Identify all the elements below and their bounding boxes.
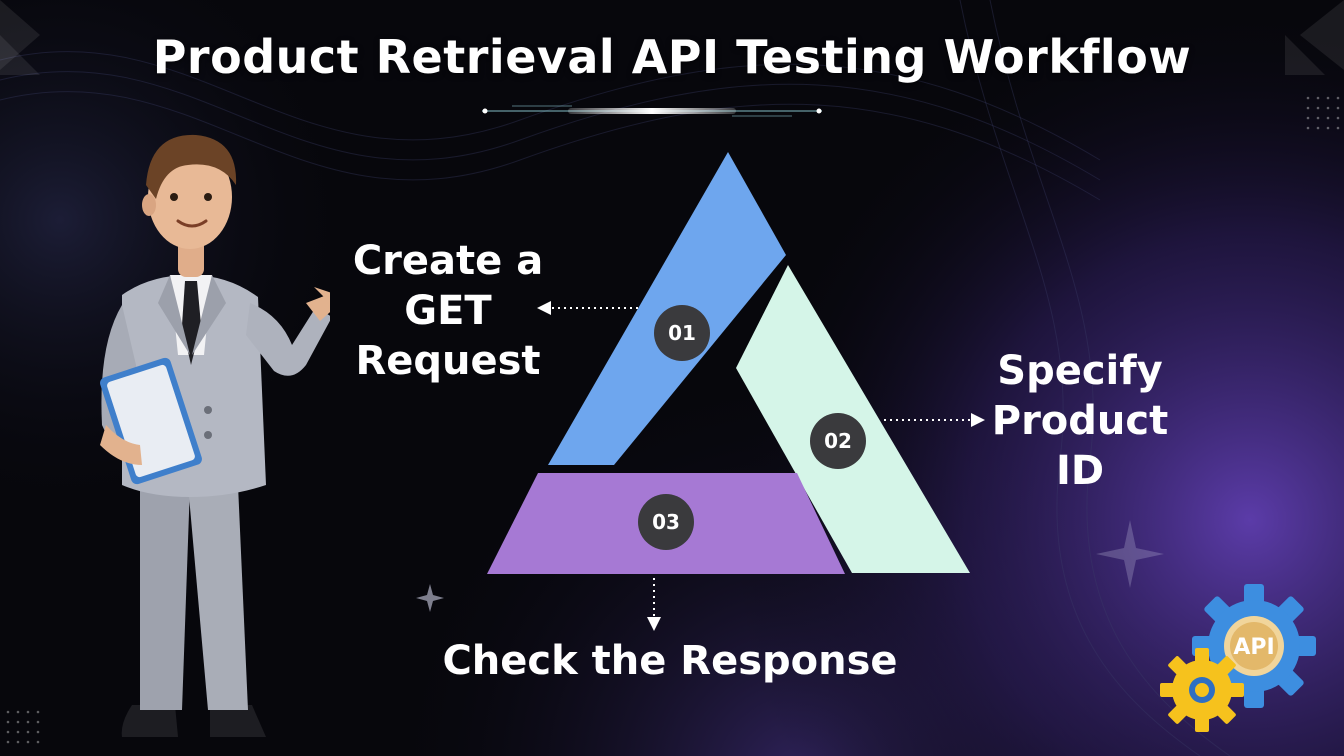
step-3-badge: 03	[638, 494, 694, 550]
gear-icon: API	[1160, 584, 1316, 732]
step-2-badge: 02	[810, 413, 866, 469]
step-2-label-line: ID	[1055, 448, 1105, 494]
presenter-illustration	[100, 134, 330, 737]
step-2-label-line: Specify	[997, 348, 1163, 394]
step-1-segment	[548, 152, 786, 465]
step-1-label-line: Create a	[352, 238, 544, 284]
step-3-label-line: Check the Response	[442, 638, 898, 684]
step-2-label-line: Product	[991, 398, 1169, 444]
step-1-badge: 01	[654, 305, 710, 361]
step-1-label: Create a GET Request	[330, 236, 566, 386]
api-gears-icon: API	[1160, 584, 1316, 732]
step-1-label-line: Request	[355, 338, 541, 384]
step-3-label: Check the Response	[430, 636, 910, 686]
api-badge-text: API	[1233, 635, 1274, 660]
businessman-icon	[100, 134, 330, 737]
step-1-number: 01	[668, 321, 696, 345]
step-3-number: 03	[652, 510, 680, 534]
step-2-label: Specify Product ID	[980, 346, 1180, 496]
step-1-label-line: GET	[404, 288, 492, 334]
title-divider	[482, 105, 822, 117]
page-title: Product Retrieval API Testing Workflow	[152, 30, 1192, 84]
step-2-number: 02	[824, 429, 852, 453]
